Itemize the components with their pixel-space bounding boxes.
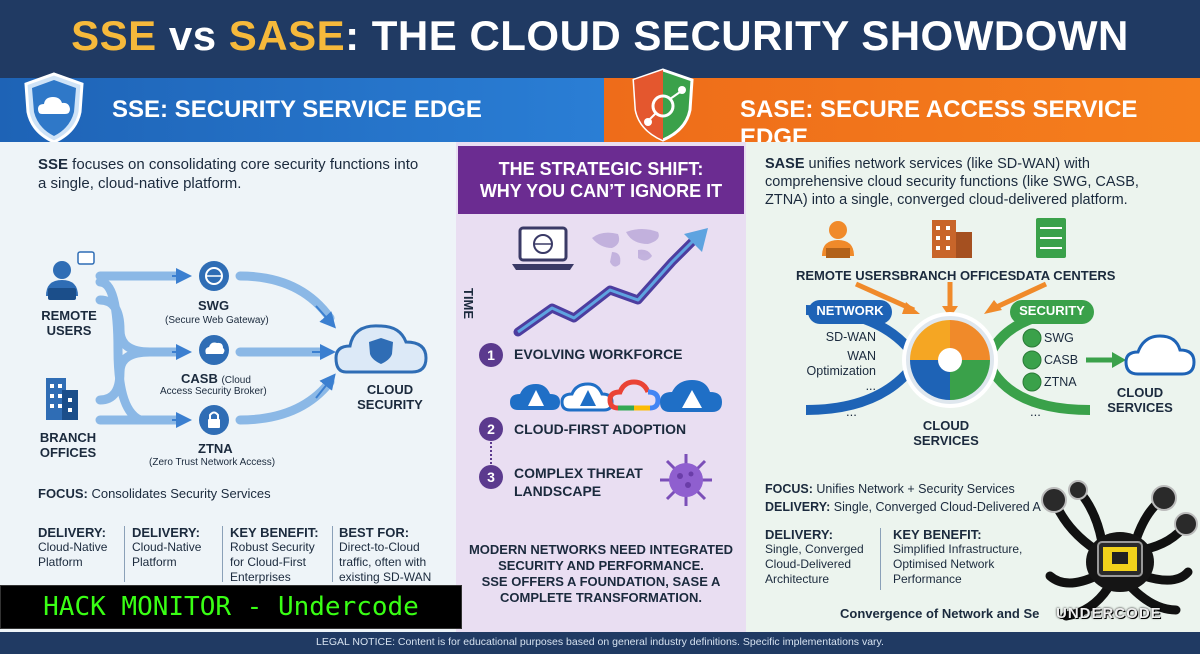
sase-col-key-benefit: KEY BENEFIT: Simplified Infrastructure,O… xyxy=(893,527,1023,586)
security-tag: SECURITY xyxy=(1019,303,1085,318)
growth-chart-illustration xyxy=(512,226,708,337)
hack-monitor-badge xyxy=(0,585,462,629)
sse-service-casb: CASB (Cloud xyxy=(181,371,251,386)
sase-source-data-centers: DATA CENTERS xyxy=(1016,268,1116,283)
data-centers-icon xyxy=(1036,218,1066,258)
sase-intro: SASE unifies network services (like SD-W… xyxy=(765,156,1139,208)
security-more: ... xyxy=(1030,404,1041,419)
sase-convergence-diagram xyxy=(805,218,1196,415)
page-title: SSE vs SASE: THE CLOUD SECURITY SHOWDOWN xyxy=(71,12,1129,59)
undercode-logo-text: UNDERCODE xyxy=(1056,605,1162,622)
security-item-casb: CASB xyxy=(1044,353,1079,367)
dotted-connector xyxy=(490,442,492,464)
network-tag: NETWORK xyxy=(816,303,884,318)
sse-intro: SSE focuses on consolidating core securi… xyxy=(38,156,419,192)
security-item-swg: SWG xyxy=(1044,331,1074,345)
network-more: ... xyxy=(846,404,857,419)
step-badge-2: 2 xyxy=(479,417,503,441)
sse-focus: FOCUS: Consolidates Security Services xyxy=(38,486,271,501)
step-badge-3: 3 xyxy=(479,465,503,489)
remote-users-icon xyxy=(46,251,95,300)
sse-service-swg-desc: (Secure Web Gateway) xyxy=(165,315,269,326)
remote-users-icon xyxy=(822,221,854,258)
world-map-icon xyxy=(592,229,659,267)
sse-header-title: SSE: SECURITY SERVICE EDGE xyxy=(112,96,482,123)
sse-header-band xyxy=(0,78,604,142)
branch-offices-icon xyxy=(46,378,78,420)
time-axis-label: TIME xyxy=(461,288,476,320)
sase-source-remote-users: REMOTE USERS xyxy=(796,268,901,283)
step-cloud-first-adoption: CLOUD-FIRST ADOPTION xyxy=(514,421,687,437)
undercode-octopus-logo xyxy=(1041,480,1198,621)
step-badge-1: 1 xyxy=(479,343,503,367)
branch-offices-icon xyxy=(932,220,972,258)
sse-flow-diagram xyxy=(46,251,428,435)
sse-service-casb-desc: Access Security Broker) xyxy=(160,386,267,397)
sase-header-band xyxy=(604,78,1200,142)
divider xyxy=(222,526,223,582)
security-item-ztna: ZTNA xyxy=(1044,375,1077,389)
sase-delivery: DELIVERY: Single, Converged Cloud-Delive… xyxy=(765,500,1041,514)
footer-bar xyxy=(0,632,1200,654)
sase-convergence-note: Convergence of Network and Se xyxy=(840,606,1040,621)
strategic-shift-header xyxy=(458,146,744,214)
strategic-shift-title: THE STRATEGIC SHIFT:WHY YOU CAN’T IGNORE… xyxy=(479,159,723,201)
shield-network-icon xyxy=(632,68,694,142)
hack-monitor-text: HACK MONITOR - Undercode xyxy=(43,592,419,622)
cloud-provider-icons xyxy=(510,379,722,412)
shield-cloud-icon xyxy=(24,72,84,144)
sse-service-ztna: ZTNA xyxy=(198,441,233,456)
sse-panel xyxy=(0,142,456,632)
title-bar xyxy=(0,0,1200,78)
step-evolving-workforce: EVOLVING WORKFORCE xyxy=(514,346,683,362)
divider xyxy=(332,526,333,582)
sse-service-swg: SWG xyxy=(198,298,230,313)
divider xyxy=(124,526,125,582)
sase-source-branch-offices: BRANCH OFFICES xyxy=(900,268,1017,283)
sase-focus: FOCUS: Unifies Network + Security Servic… xyxy=(765,482,1015,496)
virus-icon xyxy=(660,454,712,506)
legal-notice: LEGAL NOTICE: Content is for educational… xyxy=(316,636,884,648)
divider xyxy=(880,528,881,590)
sse-service-ztna-desc: (Zero Trust Network Access) xyxy=(149,457,276,468)
laptop-globe-icon xyxy=(512,226,574,270)
